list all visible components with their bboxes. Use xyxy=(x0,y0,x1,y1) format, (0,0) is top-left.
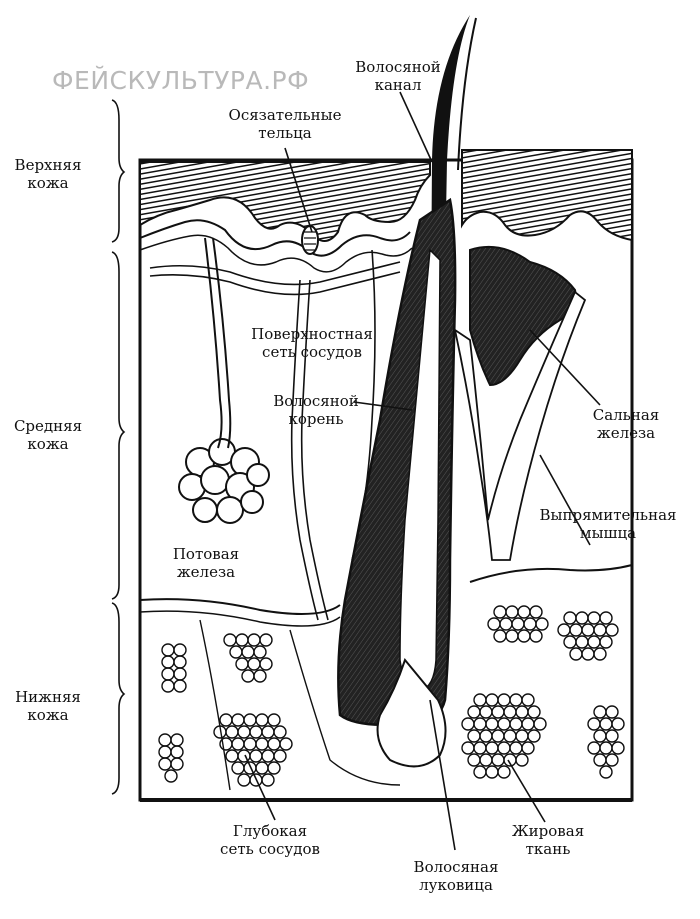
sweat-gland-coil xyxy=(179,439,269,523)
watermark: ФЕЙСКУЛЬТУРА.РФ xyxy=(52,66,309,95)
epidermis-left xyxy=(140,162,430,241)
layer-brackets xyxy=(112,100,124,794)
epidermis-right xyxy=(462,150,632,240)
